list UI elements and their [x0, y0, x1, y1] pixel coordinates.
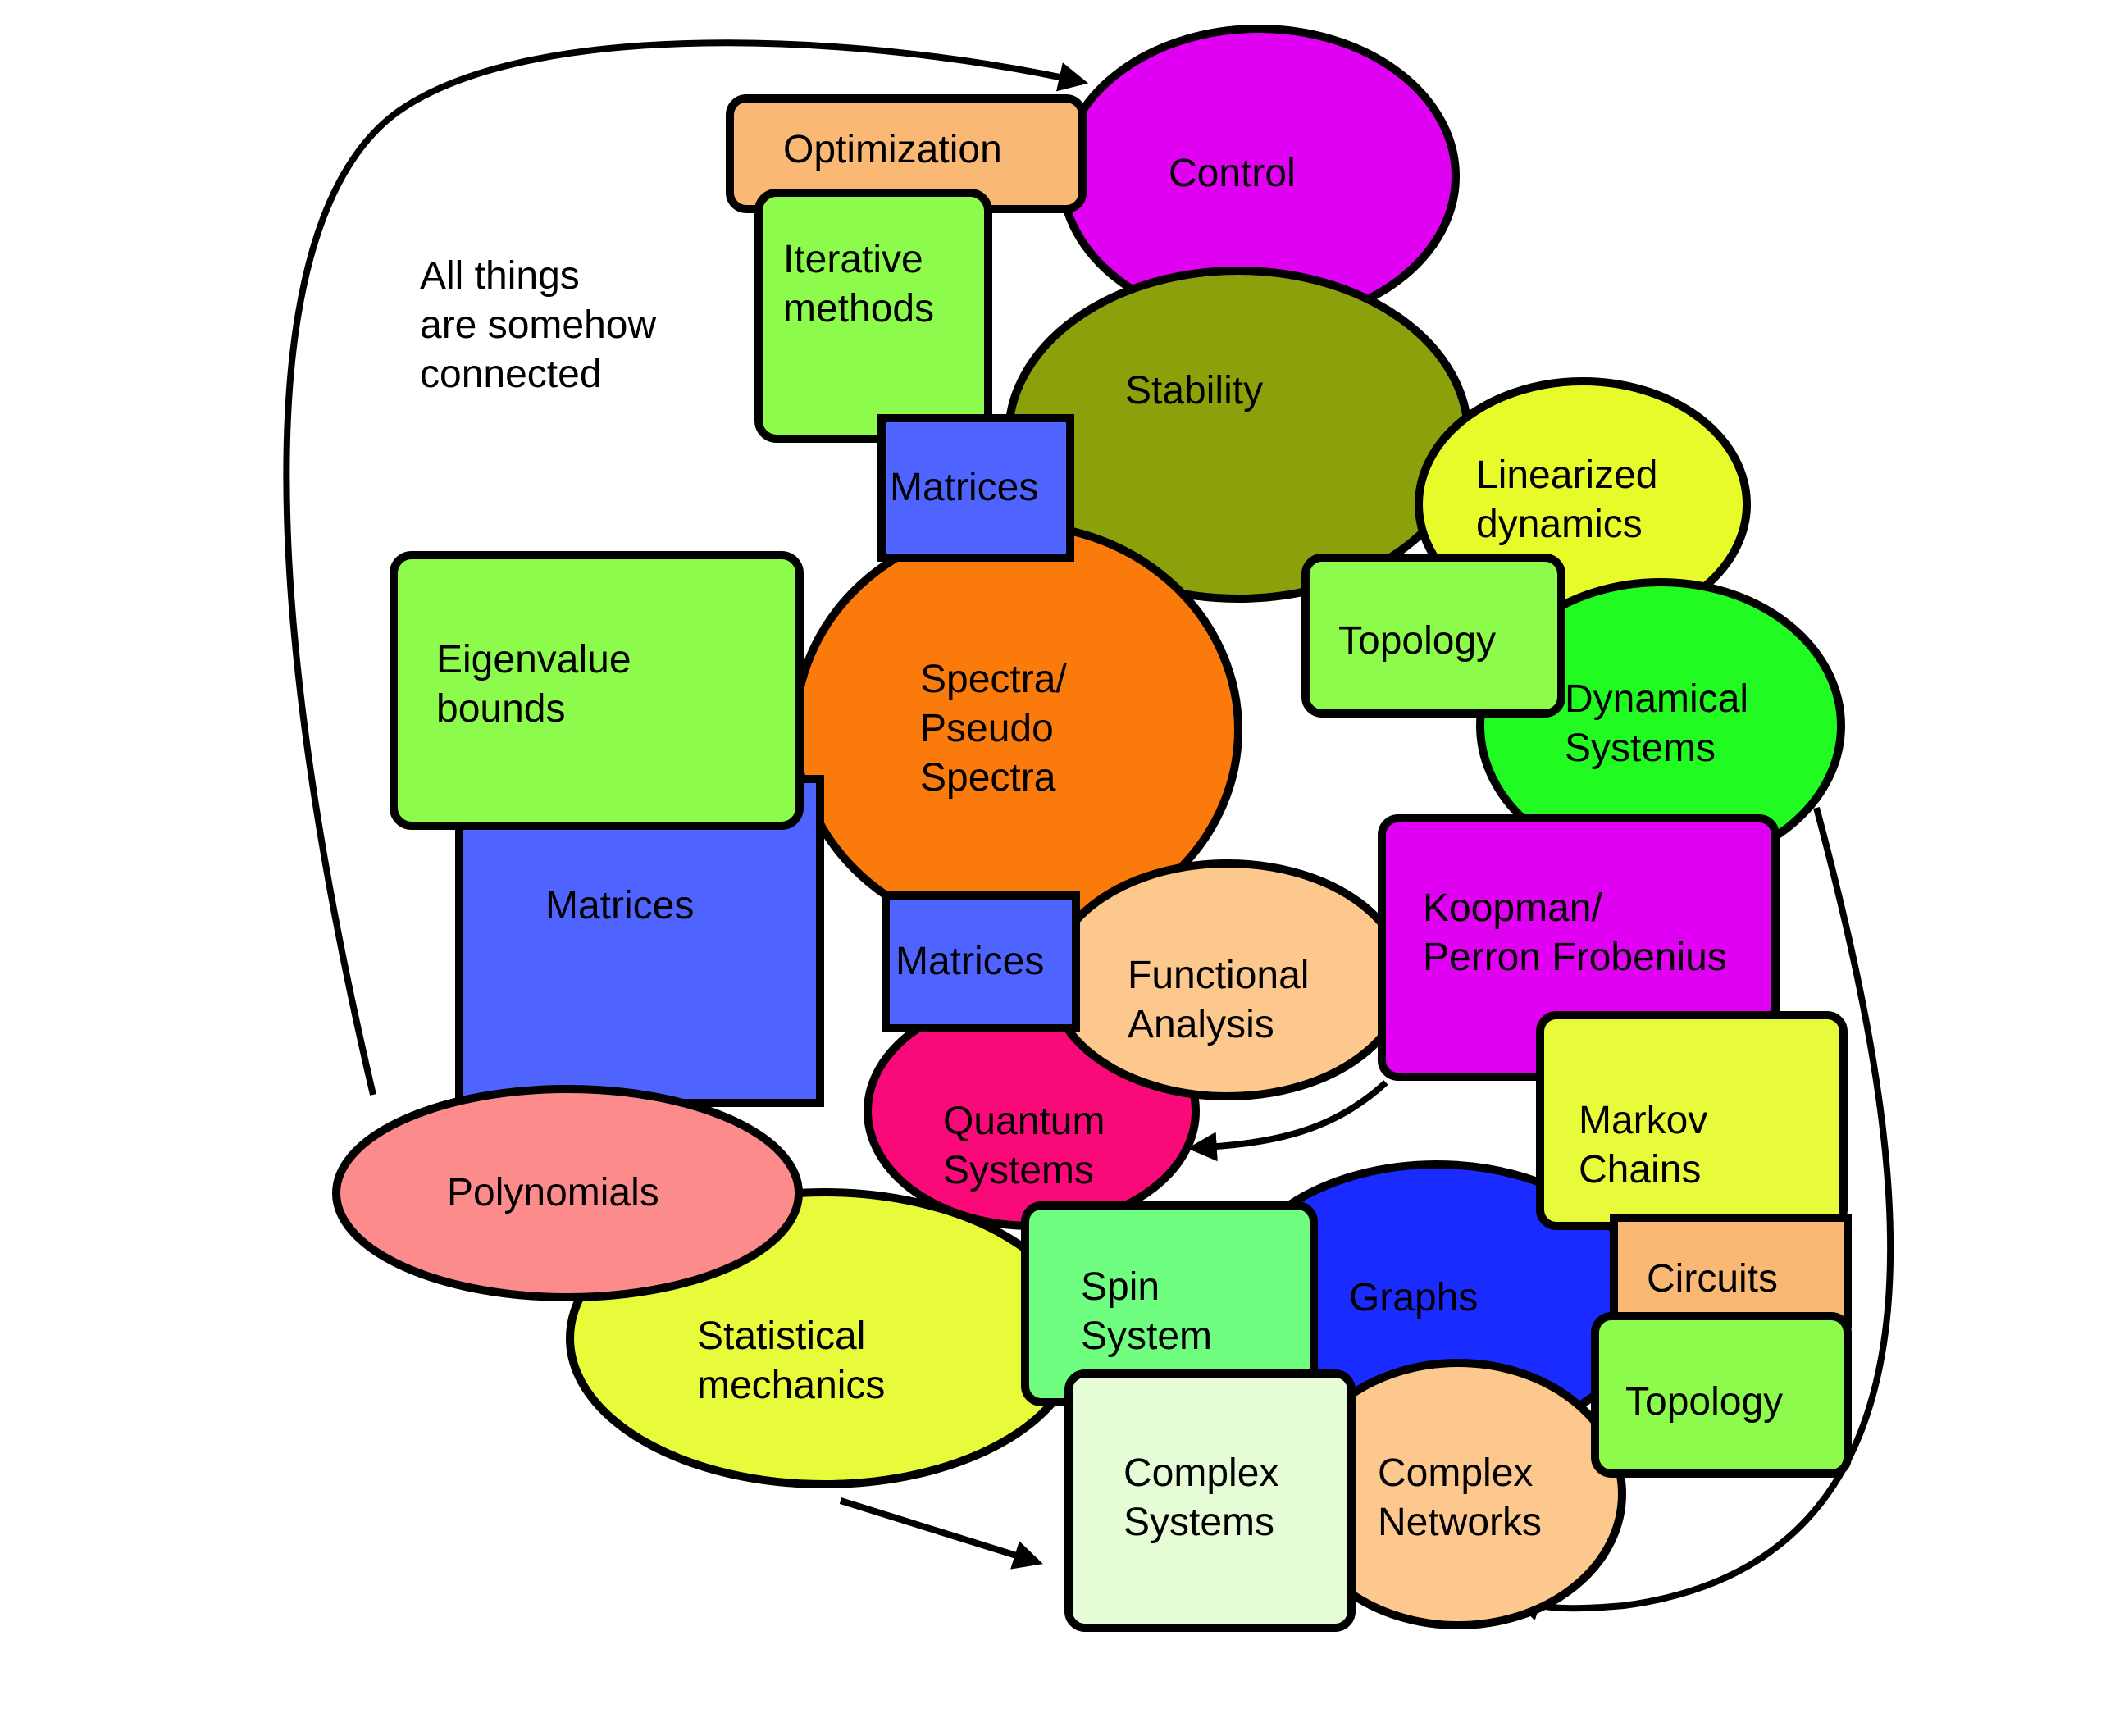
complex-networks-node: Complex Networks [1290, 1359, 1626, 1629]
spin-system-node: Spin System [1021, 1201, 1318, 1406]
iterative-methods-shape [754, 189, 992, 443]
topology-top-label: Topology [1338, 619, 1496, 663]
eigenvalue-bounds-shape [390, 551, 804, 830]
linearized-dynamics-label: Linearized dynamics [1476, 453, 1669, 546]
polynomials-label: Polynomials [447, 1171, 659, 1214]
matrices-top-node: Matrices [877, 414, 1074, 562]
optimization-label: Optimization [783, 128, 1002, 171]
wrap-around-arrow [283, 39, 1089, 1096]
spin-system-label: Spin System [1081, 1265, 1212, 1358]
control-node: Control [1058, 25, 1460, 328]
circuits-node: Circuits [1610, 1214, 1852, 1328]
iterative-methods-label: Iterative methods [783, 238, 934, 330]
circuits-label: Circuits [1647, 1257, 1778, 1301]
iterative-methods-node: Iterative methods [754, 189, 992, 443]
graphs-label: Graphs [1349, 1276, 1478, 1319]
dynamical-systems-label: Dynamical Systems [1565, 677, 1759, 770]
complex-networks-label: Complex Networks [1378, 1451, 1544, 1544]
markov-chains-label: Markov Chains [1579, 1099, 1719, 1192]
polynomials-shape [332, 1085, 803, 1301]
matrices-mid-label: Matrices [896, 940, 1044, 983]
spectra-label: Spectra/ Pseudo Spectra [920, 658, 1078, 800]
quantum-systems-label: Quantum Systems [943, 1100, 1116, 1192]
complex-systems-label: Complex Systems [1123, 1451, 1290, 1544]
matrices-top-shape [877, 414, 1074, 562]
functional-analysis-label: Functional Analysis [1128, 954, 1320, 1046]
markov-chains-node: Markov Chains [1536, 1011, 1848, 1230]
topology-top-shape [1301, 554, 1565, 718]
koopman-to-quantum-arrow [1187, 1080, 1388, 1162]
matrices-top-label: Matrices [890, 466, 1038, 509]
dynamical-systems-node: Dynamical Systems [1476, 578, 1845, 873]
functional-analysis-node: Functional Analysis [1047, 859, 1408, 1100]
matrices-mid-node: Matrices [882, 891, 1080, 1032]
control-label: Control [1169, 152, 1296, 195]
complex-systems-shape [1064, 1369, 1356, 1632]
matrices-mid-shape [882, 891, 1080, 1032]
topology-bottom-shape [1591, 1312, 1852, 1478]
topology-top-node: Topology [1301, 554, 1565, 718]
topology-bottom-node: Topology [1591, 1312, 1852, 1478]
statmech-to-complex-systems-arrow [839, 1497, 1043, 1570]
eigenvalue-bounds-node: Eigenvalue bounds [390, 551, 804, 830]
optimization-node: Optimization [726, 94, 1087, 213]
polynomials-node: Polynomials [332, 1085, 803, 1301]
matrices-left-label: Matrices [545, 884, 694, 927]
topology-bottom-label: Topology [1625, 1380, 1783, 1424]
stability-label: Stability [1125, 369, 1263, 412]
complex-systems-node: Complex Systems [1064, 1369, 1356, 1632]
koopman-label: Koopman/ Perron Frobenius [1423, 886, 1727, 979]
caption-text: All things are somehow connected [420, 254, 667, 396]
eigenvalue-bounds-label: Eigenvalue bounds [436, 638, 642, 731]
statistical-mechanics-label: Statistical mechanics [697, 1315, 885, 1407]
